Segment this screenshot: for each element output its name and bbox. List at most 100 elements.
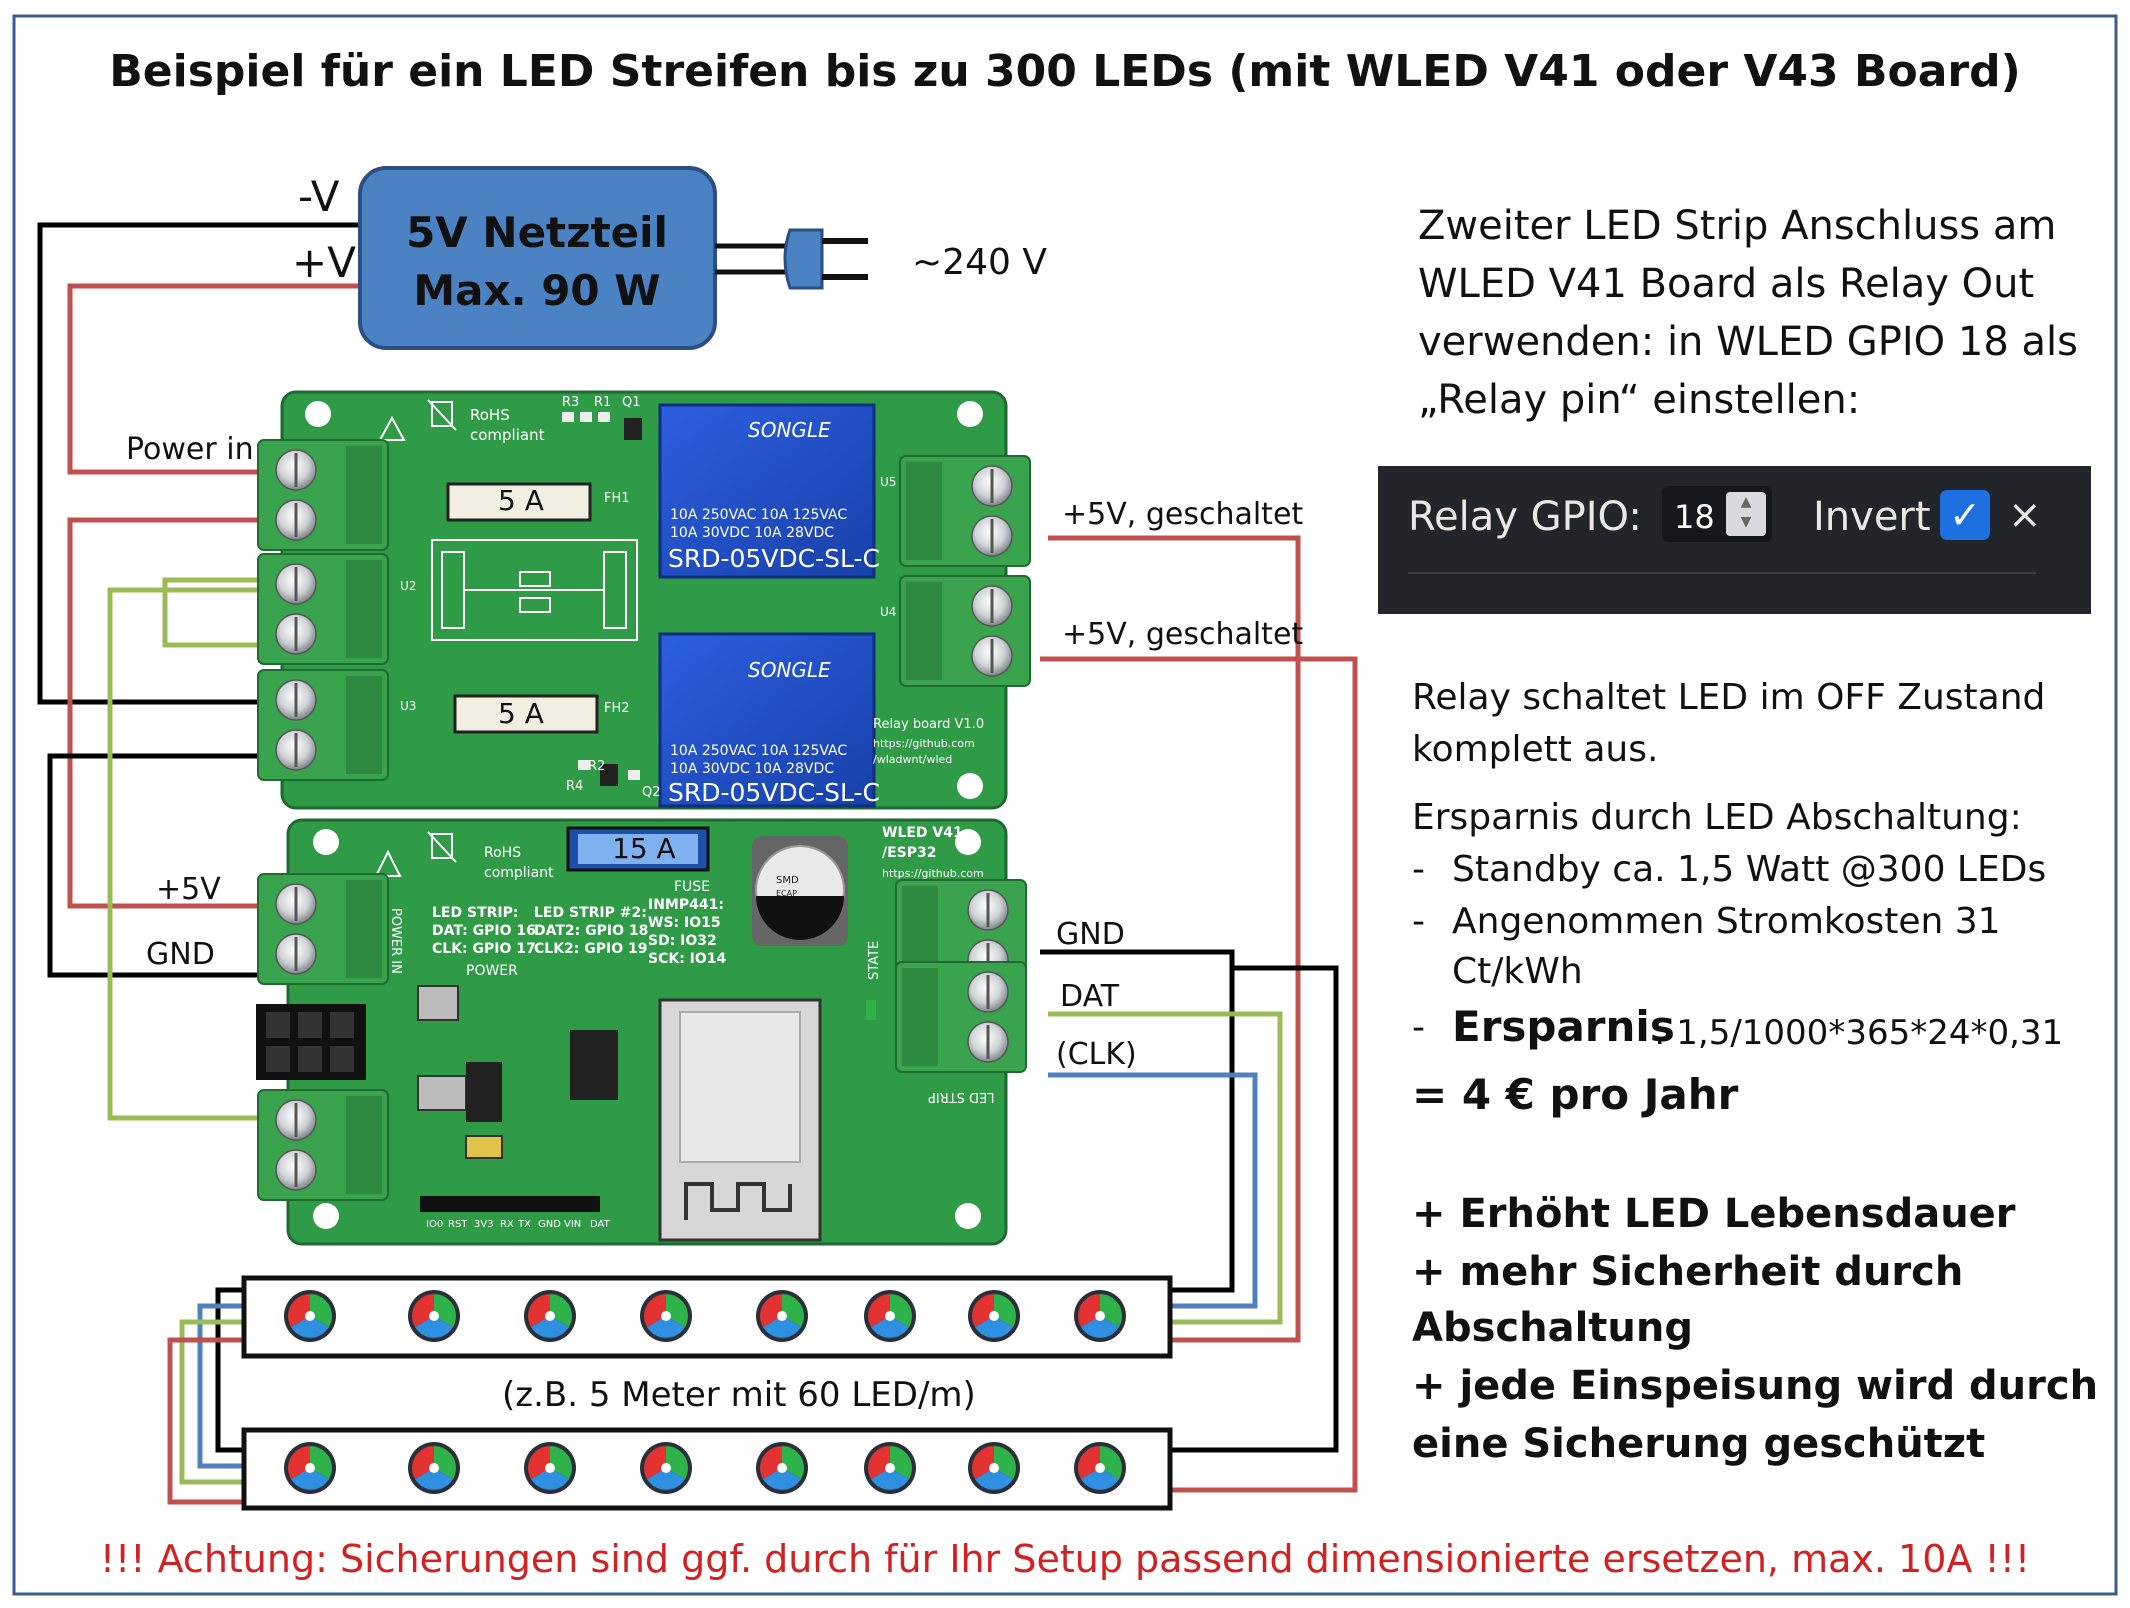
- cap-smd: SMD: [776, 875, 799, 886]
- led-1-6: [864, 1290, 916, 1342]
- relay-rohs: RoHS: [470, 406, 510, 424]
- wire-gnd-left: [47, 753, 260, 978]
- bullet-dash-1: -: [1412, 849, 1425, 890]
- plug-icon: [783, 228, 824, 290]
- inmp-line3: SD: IO32: [648, 933, 717, 949]
- wire-strip-left-green: [179, 1319, 244, 1485]
- benefit-5: eine Sicherung geschützt: [1412, 1421, 1986, 1467]
- invert-label: Invert: [1813, 494, 1931, 540]
- bottom-header: [420, 1196, 600, 1212]
- terminal-state-bottom: [894, 960, 1028, 1074]
- hdr-tx: TX: [518, 1219, 531, 1230]
- antenna-icon: [684, 1182, 792, 1220]
- cap-ecap: ECAP: [776, 889, 797, 898]
- relay2-brand: SONGLE: [748, 658, 831, 682]
- wled-board-url: https://github.com: [882, 867, 984, 880]
- hdr-rst: RST: [448, 1219, 468, 1230]
- label-switched2: +5V, geschaltet: [1062, 617, 1304, 652]
- relay1-model: SRD-05VDC-SL-C: [668, 544, 880, 573]
- ersparnis-bold: Ersparnis: [1452, 1002, 1675, 1051]
- ref-fh2: FH2: [604, 701, 630, 716]
- fuse-fh2: [453, 694, 599, 734]
- wled-board-sub: /ESP32: [882, 845, 937, 861]
- relay-board: [256, 390, 1032, 810]
- label-gnd-right: GND: [1056, 917, 1125, 952]
- wled-fuse-label: 15 A: [612, 832, 676, 865]
- psu-line1: 5V Netzteil: [406, 208, 668, 257]
- ref-r3: R3: [562, 395, 580, 410]
- ref-u3: U3: [400, 699, 417, 713]
- led-strip-side-label: LED STRIP: [928, 1089, 995, 1104]
- right-p1-line4: „Relay pin“ einstellen:: [1418, 377, 1861, 423]
- hdr-io0: IO0: [426, 1219, 444, 1230]
- benefit-3: Abschaltung: [1412, 1305, 1693, 1351]
- psu-line2: Max. 90 W: [413, 266, 661, 315]
- ref-u4: U4: [880, 605, 897, 619]
- wires: [37, 222, 1358, 1505]
- ref-fh1: FH1: [604, 491, 630, 506]
- wire-strip-left-red: [167, 1337, 244, 1505]
- wire-switched2: [1040, 656, 1358, 1493]
- invert-checkbox[interactable]: ✓: [1940, 490, 1990, 540]
- inmp-line2: WS: IO15: [648, 915, 721, 931]
- relay1-spec2: 10A 30VDC 10A 28VDC: [670, 525, 835, 541]
- psu-minus-label: -V: [298, 172, 340, 221]
- spinner-icon[interactable]: ▲▼: [1726, 492, 1766, 536]
- led-2-6: [864, 1442, 916, 1494]
- label-gnd-left: GND: [146, 937, 215, 972]
- strip1-line1: LED STRIP:: [432, 905, 519, 921]
- led-2-7: [968, 1442, 1020, 1494]
- hdr-vin: VIN: [564, 1219, 582, 1230]
- terminal-u4: [898, 574, 1032, 688]
- wled-board-name: WLED V41: [882, 825, 963, 841]
- relay-board-url1: https://github.com: [873, 737, 975, 750]
- esd-icon-2: [374, 849, 402, 877]
- savings-head: Ersparnis durch LED Abschaltung:: [1412, 797, 2022, 838]
- led-1-3: [524, 1290, 576, 1342]
- inmp-line1: INMP441:: [648, 897, 724, 913]
- close-icon[interactable]: ×: [2008, 492, 2042, 538]
- power-label: POWER: [466, 963, 518, 979]
- led-1-1: [284, 1290, 336, 1342]
- bullet-dash-3: -: [1412, 1007, 1425, 1048]
- hdr-3v3: 3V3: [474, 1219, 494, 1230]
- right-p1-line1: Zweiter LED Strip Anschluss am: [1418, 203, 2057, 249]
- right-p2-line2: komplett aus.: [1412, 729, 1659, 770]
- terminal-power-in-wled: [256, 872, 390, 986]
- strip1-line3: CLK: GPIO 17: [432, 941, 536, 957]
- panel-divider: [1408, 572, 2036, 574]
- relay-fuse1-label: 5 A: [498, 484, 544, 517]
- label-power-in: Power in: [126, 432, 254, 467]
- led-strip-2: [241, 1427, 1173, 1511]
- relay-gpio-input[interactable]: 18 ▲▼: [1662, 486, 1772, 542]
- wire-psu-plus: [67, 283, 358, 475]
- rohs-bin-icon: [431, 401, 453, 427]
- ref-u5: U5: [880, 475, 897, 489]
- strip2-line3: CLK2: GPIO 19: [534, 941, 648, 957]
- led-2-2: [408, 1442, 460, 1494]
- led-1-8: [1074, 1290, 1126, 1342]
- fuse-fh1: [446, 482, 592, 522]
- right-p1-line2: WLED V41 Board als Relay Out: [1418, 261, 2035, 307]
- terminal-u3-wled: [256, 1088, 390, 1202]
- label-dat: DAT: [1060, 979, 1120, 1014]
- rohs-bin-icon-2: [431, 833, 453, 859]
- led-2-5: [756, 1442, 808, 1494]
- wire-psu-minus: [37, 222, 358, 705]
- wled-compliant: compliant: [484, 865, 554, 881]
- benefit-1: + Erhöht LED Lebensdauer: [1412, 1191, 2016, 1237]
- relay-board-url2: /wladwnt/wled: [873, 753, 953, 766]
- ref-q1: Q1: [622, 395, 641, 410]
- bullet-dash-2: -: [1412, 901, 1425, 942]
- wire-clk: [1048, 1072, 1258, 1309]
- bullet-2: Angenommen Stromkosten 31: [1452, 901, 2001, 942]
- relay1-brand: SONGLE: [748, 418, 831, 442]
- led-1-4: [640, 1290, 692, 1342]
- led-1-2: [408, 1290, 460, 1342]
- wire-u2-loop: [162, 577, 260, 648]
- relay-gpio-value: 18: [1674, 498, 1715, 536]
- result: = 4 € pro Jahr: [1412, 1070, 1739, 1119]
- strip2-line1: LED STRIP #2:: [534, 905, 647, 921]
- hdr-rx: RX: [500, 1219, 514, 1230]
